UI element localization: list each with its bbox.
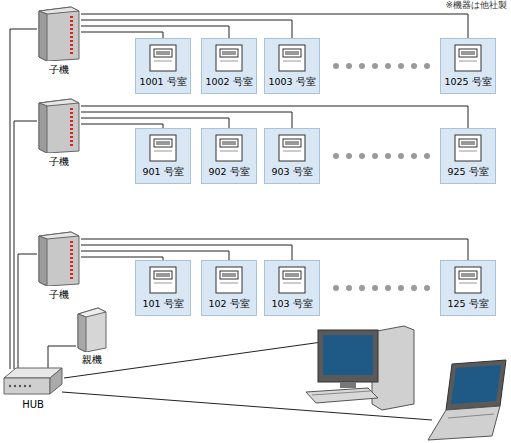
room-number: 1025 号室 <box>444 76 491 88</box>
cable <box>81 239 468 260</box>
room-number: 1003 号室 <box>268 76 315 88</box>
room-station: 103 号室 <box>264 260 320 316</box>
room-number: 901 号室 <box>142 166 183 178</box>
intercom-icon <box>278 44 306 72</box>
room-number: 101 号室 <box>142 298 183 310</box>
cable <box>18 254 37 369</box>
child-unit-icon <box>37 5 81 61</box>
room-number: 903 号室 <box>271 166 312 178</box>
intercom-icon <box>149 266 177 294</box>
cable <box>81 118 229 128</box>
room-number: 103 号室 <box>271 298 312 310</box>
note-text: ※機器は他社製 <box>445 0 507 11</box>
child-unit-icon <box>37 97 81 153</box>
intercom-icon <box>454 134 482 162</box>
room-station: 125 号室 <box>440 260 496 316</box>
cable <box>81 14 468 38</box>
device-label: 子機 <box>49 289 69 301</box>
child-unit: 子機 <box>37 5 81 76</box>
intercom-icon <box>454 266 482 294</box>
device-label: 子機 <box>49 156 69 168</box>
device-label: 子機 <box>49 64 69 76</box>
intercom-icon <box>278 266 306 294</box>
child-unit: 子機 <box>37 97 81 168</box>
intercom-icon <box>215 266 243 294</box>
room-station: 1003 号室 <box>264 38 320 94</box>
child-unit: 子機 <box>37 230 81 301</box>
room-number: 1002 号室 <box>205 76 252 88</box>
room-station: 1025 号室 <box>440 38 496 94</box>
ellipsis-dots <box>333 63 430 291</box>
room-station: 102 号室 <box>201 260 257 316</box>
room-number: 102 号室 <box>208 298 249 310</box>
parent-unit: 親機 <box>72 306 112 366</box>
cable <box>81 245 292 260</box>
room-number: 1001 号室 <box>139 76 186 88</box>
cable <box>48 346 76 369</box>
intercom-icon <box>454 44 482 72</box>
cable <box>81 112 292 128</box>
device-label: HUB <box>22 399 44 411</box>
cable <box>81 26 229 38</box>
child-unit-icon <box>37 230 81 286</box>
room-station: 925 号室 <box>440 128 496 184</box>
intercom-icon <box>215 44 243 72</box>
room-number: 902 号室 <box>208 166 249 178</box>
intercom-icon <box>278 134 306 162</box>
cable <box>14 121 37 369</box>
hub-icon <box>2 366 64 396</box>
intercom-icon <box>149 134 177 162</box>
room-station: 903 号室 <box>264 128 320 184</box>
room-number: 925 号室 <box>447 166 488 178</box>
cable <box>81 251 229 260</box>
cable <box>81 20 292 38</box>
cable <box>81 106 468 128</box>
desktop-pc <box>306 326 414 410</box>
room-station: 1002 号室 <box>201 38 257 94</box>
room-number: 125 号室 <box>447 298 488 310</box>
cable <box>10 29 37 369</box>
device-label: 親機 <box>82 354 102 366</box>
intercom-icon <box>149 44 177 72</box>
network-hub: HUB <box>2 366 64 411</box>
intercom-icon <box>215 134 243 162</box>
room-station: 901 号室 <box>135 128 191 184</box>
room-station: 902 号室 <box>201 128 257 184</box>
room-station: 101 号室 <box>135 260 191 316</box>
parent-unit-icon <box>76 306 108 352</box>
laptop <box>428 360 506 440</box>
room-station: 1001 号室 <box>135 38 191 94</box>
